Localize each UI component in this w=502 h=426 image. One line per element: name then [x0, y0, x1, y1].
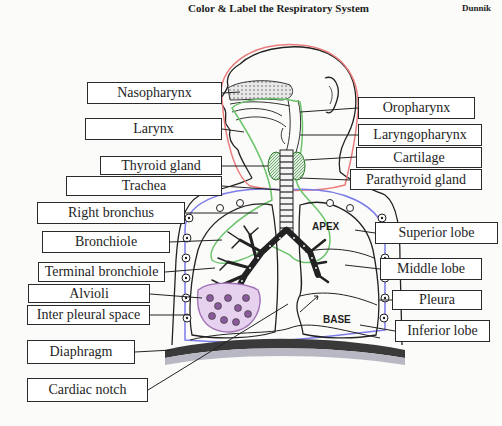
structure-label: Bronchiole [75, 235, 137, 249]
structure-label: Pleura [419, 293, 455, 307]
structure-label: Diaphragm [50, 345, 113, 359]
structure-label: Oropharynx [383, 101, 451, 115]
label-box: Bronchiole [42, 231, 170, 253]
label-box: Oropharynx [358, 97, 475, 119]
label-box: Nasopharynx [87, 82, 222, 104]
structure-label: Right bronchus [68, 206, 154, 220]
structure-label: Parathyroid gland [366, 173, 466, 187]
label-box: Alvioli [28, 284, 150, 303]
label-box: Pleura [392, 290, 482, 310]
structure-label: Middle lobe [397, 262, 465, 276]
structure-label: Terminal bronchiole [45, 265, 159, 279]
region-label: BASE [323, 314, 351, 325]
label-box: Terminal bronchiole [38, 262, 165, 282]
page-title: Color & Label the Respiratory System [188, 2, 369, 14]
label-box: Inferior lobe [395, 320, 490, 342]
label-box: Trachea [66, 176, 222, 196]
label-box: Right bronchus [37, 202, 185, 224]
label-box: Superior lobe [375, 222, 498, 244]
structure-label: Larynx [133, 122, 173, 136]
structure-label: Nasopharynx [117, 86, 192, 100]
label-box: Laryngopharynx [358, 124, 482, 146]
label-box: Cartilage [356, 147, 482, 168]
label-box: Cardiac notch [27, 378, 148, 402]
label-box: Larynx [85, 118, 222, 140]
structure-label: Cardiac notch [48, 383, 126, 397]
label-box: Thyroid gland [100, 156, 222, 175]
structure-label: Alvioli [69, 287, 109, 301]
structure-label: Inter pleural space [37, 308, 140, 322]
structure-label: Trachea [122, 179, 167, 193]
label-box: Middle lobe [380, 258, 482, 280]
structure-label: Thyroid gland [121, 159, 201, 173]
structure-label: Cartilage [393, 151, 444, 165]
label-box: Diaphragm [27, 340, 135, 364]
structure-label: Laryngopharynx [373, 128, 466, 142]
label-box: Parathyroid gland [350, 169, 482, 190]
label-box: Inter pleural space [27, 305, 150, 325]
region-label: APEX [312, 221, 339, 232]
structure-label: Superior lobe [399, 226, 475, 240]
structure-label: Inferior lobe [407, 324, 477, 338]
corner-note: Dunnik [462, 3, 491, 13]
